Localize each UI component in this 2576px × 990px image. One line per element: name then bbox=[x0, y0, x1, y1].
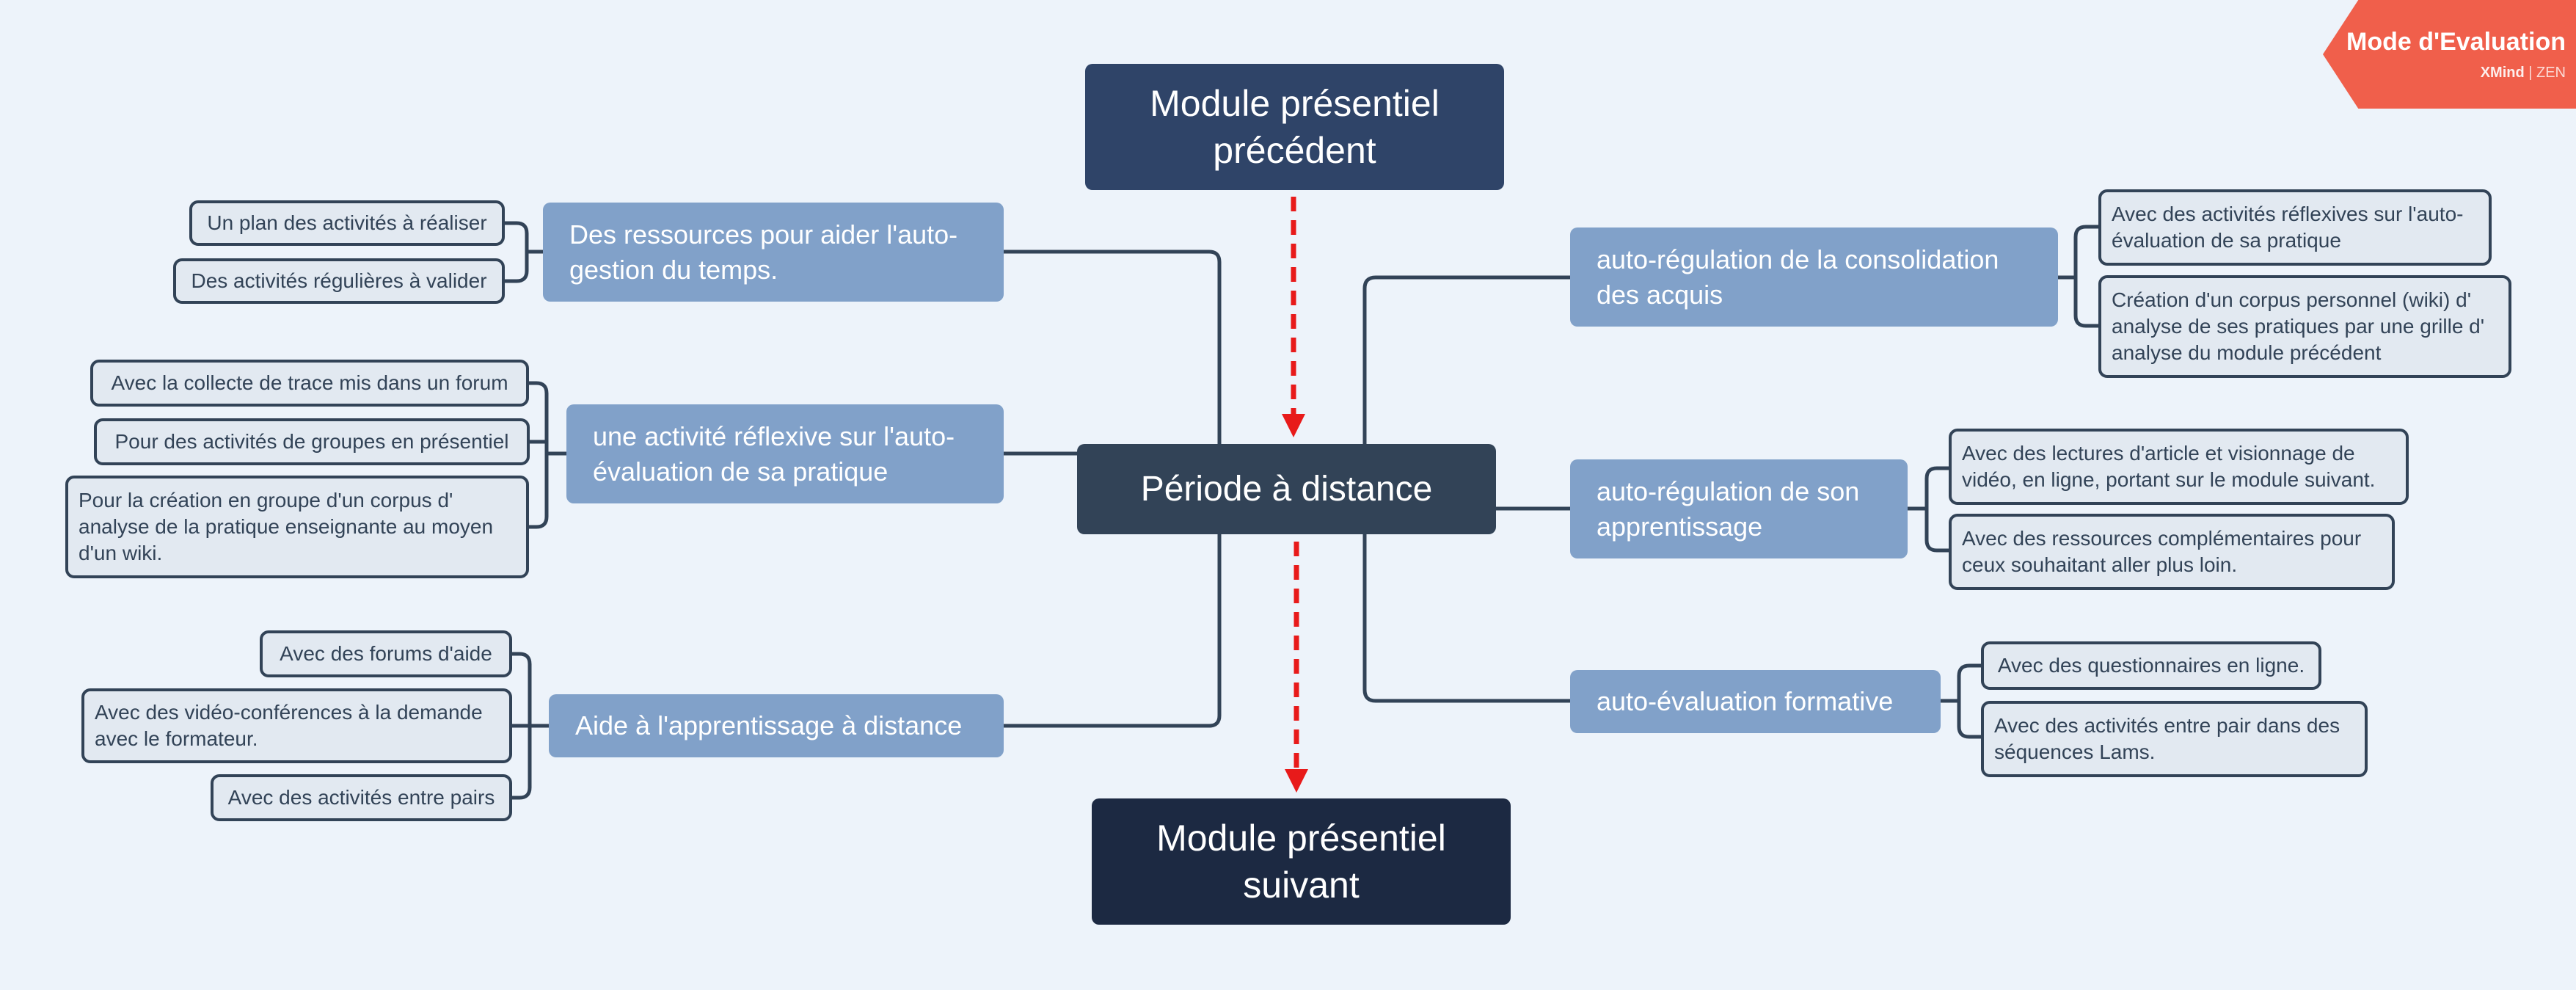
module-previous-line1: Module présentiel bbox=[1150, 83, 1440, 124]
leaf-peer-lams-activities[interactable]: Avec des activités entre pair dans des s… bbox=[1981, 701, 2368, 777]
badge-product-name: XMind bbox=[2480, 65, 2525, 81]
central-topic-label: Période à distance bbox=[1140, 470, 1433, 509]
leaf-line: Création d'un corpus personnel (wiki) d' bbox=[2112, 288, 2472, 311]
leaf-online-reading-video[interactable]: Avec des lectures d'article et visionnag… bbox=[1949, 429, 2409, 505]
connector-right-bottom bbox=[1362, 534, 1570, 703]
mode-evaluation-badge: Mode d'Evaluation XMind | ZEN bbox=[2323, 0, 2576, 109]
leaf-activity-plan[interactable]: Un plan des activités à réaliser bbox=[189, 200, 505, 246]
connector-left-top bbox=[1004, 250, 1222, 444]
leaf-text: Des activités régulières à valider bbox=[191, 269, 487, 292]
module-next[interactable]: Module présentiel suivant bbox=[1092, 798, 1511, 925]
leaf-line: analyse du module précédent bbox=[2112, 341, 2382, 364]
leaf-line: évaluation de sa pratique bbox=[2112, 229, 2341, 252]
branch-formative-evaluation[interactable]: auto-évaluation formative bbox=[1570, 670, 1941, 733]
branch-line: Des ressources pour aider l'auto- bbox=[569, 219, 958, 250]
module-previous-line2: précédent bbox=[1213, 130, 1376, 171]
leaf-help-forums[interactable]: Avec des forums d'aide bbox=[260, 630, 512, 677]
branch-line: gestion du temps. bbox=[569, 254, 778, 285]
leaf-connector bbox=[505, 221, 529, 283]
leaf-peer-activities[interactable]: Avec des activités entre pairs bbox=[211, 774, 512, 821]
badge-product: XMind | ZEN bbox=[2480, 65, 2566, 81]
module-next-line2: suivant bbox=[1243, 865, 1360, 906]
leaf-forum-traces[interactable]: Avec la collecte de trace mis dans un fo… bbox=[90, 360, 529, 407]
connector-left-bottom bbox=[1004, 534, 1222, 728]
leaf-wiki-corpus[interactable]: Pour la création en groupe d'un corpus d… bbox=[65, 476, 529, 578]
branch-line: des acquis bbox=[1597, 279, 1723, 310]
leaf-text: Avec des activités entre pairs bbox=[227, 786, 495, 809]
leaf-line: Avec des activités entre pair dans des bbox=[1994, 714, 2340, 737]
leaf-connector bbox=[1924, 466, 1949, 553]
branch-line: auto-régulation de son bbox=[1597, 476, 1860, 506]
leaf-personal-wiki-corpus[interactable]: Création d'un corpus personnel (wiki) d'… bbox=[2098, 275, 2511, 378]
leaf-text: Pour des activités de groupes en présent… bbox=[114, 430, 509, 453]
leaf-line: Avec des lectures d'article et visionnag… bbox=[1962, 442, 2355, 465]
branch-line: Aide à l'apprentissage à distance bbox=[575, 710, 963, 740]
module-next-line1: Module présentiel bbox=[1156, 818, 1446, 859]
leaf-connector bbox=[529, 381, 549, 529]
branch-line: auto-évaluation formative bbox=[1597, 686, 1894, 716]
branch-consolidation-regulation[interactable]: auto-régulation de la consolidation des … bbox=[1570, 228, 2058, 327]
badge-title: Mode d'Evaluation bbox=[2346, 28, 2566, 56]
leaf-reflexive-self-evaluation[interactable]: Avec des activités réflexives sur l'auto… bbox=[2098, 189, 2492, 266]
leaf-line: Pour la création en groupe d'un corpus d… bbox=[79, 489, 453, 512]
module-previous[interactable]: Module présentiel précédent bbox=[1085, 64, 1504, 190]
central-topic[interactable]: Période à distance bbox=[1077, 444, 1496, 534]
branch-line: une activité réflexive sur l'auto- bbox=[593, 421, 955, 451]
branch-learning-regulation[interactable]: auto-régulation de son apprentissage bbox=[1570, 459, 1908, 558]
branch-line: auto-régulation de la consolidation bbox=[1597, 244, 1999, 274]
branch-line: apprentissage bbox=[1597, 511, 1763, 542]
leaf-video-conferences[interactable]: Avec des vidéo-conférences à la demande … bbox=[81, 688, 512, 763]
branch-time-management[interactable]: Des ressources pour aider l'auto- gestio… bbox=[543, 203, 1004, 302]
leaf-line: vidéo, en ligne, portant sur le module s… bbox=[1962, 468, 2376, 491]
leaf-line: analyse de ses pratiques par une grille … bbox=[2112, 315, 2485, 338]
leaf-line: avec le formateur. bbox=[95, 727, 258, 750]
leaf-text: Avec la collecte de trace mis dans un fo… bbox=[111, 371, 508, 394]
leaf-line: Avec des vidéo-conférences à la demande bbox=[95, 701, 483, 724]
leaf-online-questionnaires[interactable]: Avec des questionnaires en ligne. bbox=[1981, 641, 2321, 690]
badge-edition: ZEN bbox=[2536, 65, 2566, 81]
leaf-line: ceux souhaitant aller plus loin. bbox=[1962, 553, 2238, 576]
leaf-line: d'un wiki. bbox=[79, 542, 163, 564]
branch-line: évaluation de sa pratique bbox=[593, 456, 889, 487]
flow-arrow-bottom bbox=[1285, 542, 1308, 793]
leaf-text: Avec des forums d'aide bbox=[280, 642, 492, 665]
leaf-text: Avec des questionnaires en ligne. bbox=[1997, 654, 2305, 677]
leaf-group-activities[interactable]: Pour des activités de groupes en présent… bbox=[94, 418, 530, 465]
branch-reflexive-activity[interactable]: une activité réflexive sur l'auto- évalu… bbox=[566, 404, 1004, 503]
leaf-line: Avec des ressources complémentaires pour bbox=[1962, 527, 2362, 550]
branch-distance-learning-help[interactable]: Aide à l'apprentissage à distance bbox=[549, 694, 1004, 757]
leaf-complementary-resources[interactable]: Avec des ressources complémentaires pour… bbox=[1949, 514, 2395, 590]
leaf-connector bbox=[1957, 663, 1981, 739]
leaf-line: Avec des activités réflexives sur l'auto… bbox=[2112, 203, 2464, 225]
flow-arrow-top bbox=[1282, 197, 1305, 437]
connector-right-top bbox=[1362, 275, 1570, 444]
leaf-regular-activities[interactable]: Des activités régulières à valider bbox=[173, 258, 505, 304]
leaf-text: Un plan des activités à réaliser bbox=[207, 211, 487, 234]
leaf-line: séquences Lams. bbox=[1994, 740, 2156, 763]
leaf-connector bbox=[2073, 225, 2098, 328]
leaf-line: analyse de la pratique enseignante au mo… bbox=[79, 515, 494, 538]
